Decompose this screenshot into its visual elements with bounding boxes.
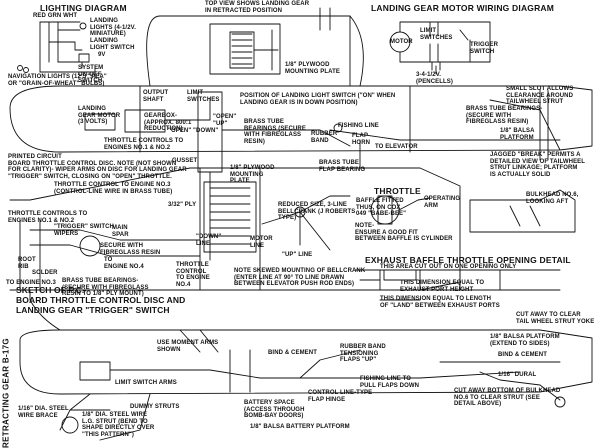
- bulkhead-no6: [469, 189, 576, 233]
- bulkhead-label: BULKHEAD NO.6, LOOKING AFT: [526, 192, 579, 205]
- open-down-label: "OPEN" "DOWN": [168, 128, 219, 134]
- limit-switches-label: LIMIT SWITCHES: [420, 28, 453, 41]
- motor-bottom: [79, 361, 111, 381]
- up-line-label: "UP" LINE: [282, 252, 313, 258]
- main-spar-label: MAIN SPAR: [112, 225, 129, 238]
- skewed-note-label: NOTE SKEWED MOUNTING OF BELLCRANK (ENTER…: [234, 268, 366, 288]
- flap-horn-label: FLAP HORN: [352, 133, 371, 146]
- operating-arm-label: OPERATING ARM: [424, 196, 461, 209]
- lighting-circuit: [17, 21, 96, 79]
- plywood-plate-top: [209, 23, 281, 75]
- fuselage-side-view: [9, 85, 593, 261]
- plywood-plate-label: 1/8" PLYWOOD MOUNTING PLATE: [285, 62, 340, 75]
- plywood-plate-2: [203, 181, 257, 253]
- brass-bearings-label-2: BRASS TUBE BEARINGS- (SECURE WITH FIBREG…: [466, 106, 543, 126]
- output-shaft-label: OUTPUT SHAFT: [143, 90, 169, 103]
- lg-strut-label: 1/8" DIA. STEEL WIRE L.G. STRUT (BEND TO…: [82, 412, 155, 438]
- landing-gear-motor: [84, 113, 116, 131]
- to-engine-4-label: TO ENGINE NO.4: [104, 257, 144, 270]
- cut-away-clear-label: CUT AWAY TO CLEAR TAIL WHEEL STRUT YOKE: [516, 312, 595, 325]
- balsa-battery-platform-label: 1/8" BALSA BATTERY PLATFORM: [250, 424, 350, 430]
- ply-3-32-label: 3/32" PLY: [168, 202, 197, 208]
- open-up-label: "OPEN" "UP": [213, 114, 237, 127]
- throttle-1-2-label: THROTTLE CONTROLS TO ENGINES NO.1 & NO.2: [104, 138, 184, 151]
- gearbox-box: [124, 109, 166, 133]
- landing-switch-label: LANDING LIGHT SWITCH: [90, 38, 135, 51]
- bind-cement-label: BIND & CEMENT: [268, 350, 317, 356]
- gusset-label: GUSSET: [172, 158, 198, 164]
- gearbox-label: GEARBOX- (APPROX. 800:1 REDUCTION): [144, 113, 192, 133]
- balsa-platform-label: 1/8" BALSA PLATFORM: [500, 128, 535, 141]
- throttle-3-label: THROTTLE CONTROL TO ENGINE NO.3 (CONTROL…: [54, 182, 173, 195]
- reduced-size-label: REDUCED SIZE, 3-LINE BELLCRANK (J ROBERT…: [278, 202, 356, 222]
- fishing-line-label: FISHING LINE: [338, 123, 379, 129]
- throttle-heading: THROTTLE: [374, 186, 421, 196]
- solder-label: SOLDER: [32, 270, 58, 276]
- throttle-detail: [370, 189, 576, 233]
- small-slot-label: SMALL SLOT ALLOWS CLEARANCE AROUND TAILW…: [506, 86, 574, 106]
- fishing-line-bottom-label: FISHING LINE TO PULL FLAPS DOWN: [360, 376, 420, 389]
- rubber-band-bottom-label: RUBBER BAND TENSIONING FLAPS "UP": [340, 344, 386, 364]
- battery-space-label: BATTERY SPACE (ACCESS THROUGH BOMB-BAY D…: [244, 400, 305, 420]
- motor-label: MOTOR: [390, 39, 413, 45]
- battery-9v-label: 9V: [98, 52, 106, 58]
- position-note-label: POSITION OF LANDING LIGHT SWITCH ("ON" W…: [240, 93, 396, 106]
- trigger-switch-label: TRIGGER SWITCH: [470, 42, 499, 55]
- throttle-note-label: NOTE- ENSURE A GOOD FIT BETWEEN BAFFLE I…: [355, 223, 453, 243]
- exhaust-detail: [354, 269, 561, 301]
- main-wheel: [61, 416, 79, 434]
- system-switch-label: SYSTEM ON-OFF SWITCH: [78, 65, 104, 85]
- wing-interior: [9, 167, 461, 291]
- to-engine-3-label: TO ENGINE NO.3: [6, 280, 56, 286]
- jagged-break-label: JAGGED "BREAK" PERMITS A DETAILED VIEW O…: [490, 152, 586, 178]
- balsa-platform-ext-label: 1/8" BALSA PLATFORM (EXTEND TO SIDES): [490, 334, 560, 347]
- control-line-label: CONTROL LINE-TYPE FLAP HINGE: [308, 390, 373, 403]
- limit-switches-fus-label: LIMIT SWITCHES: [187, 90, 220, 103]
- top-view-label: TOP VIEW SHOWS LANDING GEAR IN RETRACTED…: [205, 1, 310, 14]
- cut-out-label: THIS AREA CUT OUT ON ONE OPENING ONLY: [380, 264, 517, 270]
- exhaust-heading: EXHAUST BAFFLE THROTTLE OPENING DETAIL: [365, 255, 571, 265]
- lg-motor-label: LANDING GEAR MOTOR (3 VOLTS): [78, 106, 121, 126]
- sketch-pc-heading: SKETCH OF P.C. BOARD THROTTLE CONTROL DI…: [16, 285, 186, 315]
- equal-land-label: THIS DIMENSION EQUAL TO LENGTH OF "LAND"…: [380, 296, 500, 309]
- motor-wiring-circuit: [389, 21, 491, 75]
- nav-lights-label: NAVIGATION LIGHTS (12's "PEA" OR "GRAIN-…: [8, 74, 107, 87]
- retracting-gear-heading: RETRACTING GEAR B-17G: [1, 337, 11, 448]
- baffle-label: BAFFLE FITTED THUS, ON COX 049 "BABE-BEE…: [356, 198, 407, 218]
- motor-wiring-heading: LANDING GEAR MOTOR WIRING DIAGRAM: [371, 3, 555, 13]
- tail-wheel: [554, 396, 566, 408]
- motor-line-label: MOTOR LINE: [250, 236, 273, 249]
- pc-disc: [79, 235, 101, 257]
- root-rib-label: ROOT RIB: [18, 257, 36, 270]
- fibreglass-label: SECURE WITH FIBREGLASS RESIN: [100, 243, 161, 256]
- use-moment-label: USE MOMENT ARMS SHOWN: [157, 340, 219, 353]
- brass-flap-label: BRASS TUBE FLAP BEARING: [319, 160, 366, 173]
- equal-exhaust-label: THIS DIMENSION EQUAL TO EXHAUST PORT HEI…: [400, 280, 485, 293]
- throttle-1-2b-label: THROTTLE CONTROLS TO ENGINES NO.1 & NO.2: [8, 211, 88, 224]
- down-line-label: "DOWN" LINE: [196, 234, 222, 247]
- cut-away-bottom-label: CUT AWAY BOTTOM OF BULKHEAD NO.6 TO CLEA…: [454, 388, 561, 408]
- trigger-wipers-label: "TRIGGER" SWITCH WIPERS: [54, 224, 114, 237]
- throttle-engine-4-label: THROTTLE CONTROL TO ENGINE NO.4: [176, 262, 210, 288]
- dummy-struts-label: DUMMY STRUTS: [130, 404, 180, 410]
- bottom-side-view: [19, 289, 593, 441]
- brass-bearings-label-1: BRASS TUBE BEARINGS (SECURE WITH FIBREGL…: [244, 119, 306, 145]
- rubber-band-label: RUBBER BAND: [311, 131, 338, 144]
- dural-label: 1/16" DURAL: [498, 372, 537, 378]
- limit-arms-label: LIMIT SWITCH ARMS: [115, 380, 177, 386]
- steel-brace-label: 1/16" DIA. STEEL WIRE BRACE: [18, 406, 69, 419]
- landing-lights-label: LANDING LIGHTS (4-1/2V. MINIATURE): [90, 18, 136, 38]
- bind-cement-2-label: BIND & CEMENT: [498, 352, 547, 358]
- motor-battery-label: 3-4-1/2V. (PENCELLS): [416, 72, 453, 85]
- printed-circuit-label: PRINTED CIRCUIT BOARD THROTTLE CONTROL D…: [8, 154, 187, 180]
- wire-colors-label: RED GRN WHT: [33, 13, 78, 19]
- plywood-plate-2-label: 1/8" PLYWOOD MOUNTING PLATE: [230, 165, 275, 185]
- brass-tube-bearings-3-label: BRASS TUBE BEARINGS- (SECURE WITH FIBREG…: [62, 278, 149, 298]
- lighting-diagram-heading: LIGHTING DIAGRAM: [40, 3, 127, 13]
- to-elevator-label: TO ELEVATOR: [375, 144, 418, 150]
